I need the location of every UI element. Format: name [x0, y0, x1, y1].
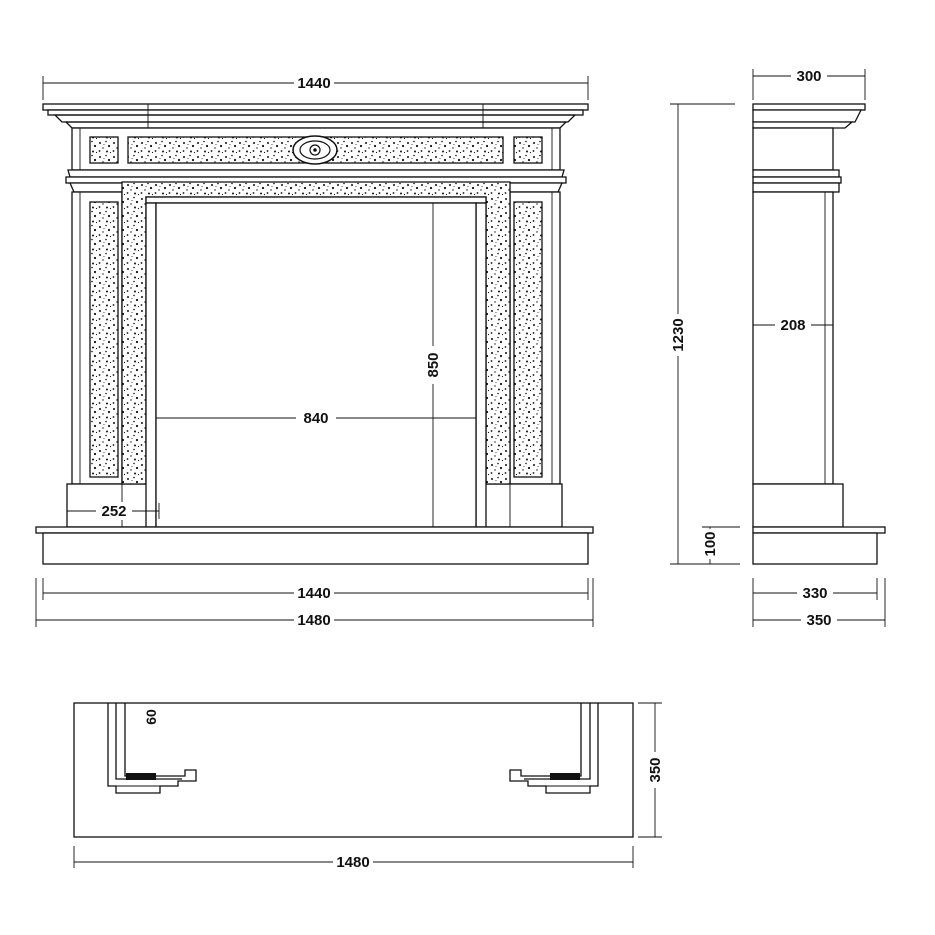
- dim-leg-width: 252: [66, 502, 160, 520]
- dim-plan-width: 1480: [73, 846, 634, 871]
- dim-plan-depth: 350: [638, 702, 664, 838]
- dim-base-depth: 330: [752, 578, 878, 627]
- dim-label-hearth-width: 1480: [297, 612, 330, 629]
- dim-top-width: 1440: [42, 73, 589, 100]
- side-view: 300 208 1230: [669, 67, 886, 629]
- dim-label-total-height: 1230: [670, 318, 687, 351]
- dim-top-depth: 300: [752, 67, 866, 100]
- plan-view: 60 350 1480: [73, 702, 664, 871]
- dim-label-top-width: 1440: [297, 75, 330, 92]
- dim-hearth-height: 100: [670, 526, 740, 565]
- frieze-tile-left: [89, 136, 119, 164]
- frieze-tile-right: [513, 136, 543, 164]
- dim-mantel-width: 1440: [42, 578, 589, 602]
- dim-hearth-depth: 350: [753, 578, 886, 629]
- plan-outline: [73, 702, 634, 838]
- dim-leg-depth: 208: [753, 316, 833, 334]
- dim-opening-width: 840: [156, 409, 476, 427]
- dim-label-opening-height: 850: [425, 352, 442, 377]
- dim-label-hearth-depth: 350: [806, 612, 831, 629]
- rosette-ornament: [292, 135, 338, 165]
- dim-label-opening-width: 840: [303, 410, 328, 427]
- front-view: 1440: [35, 73, 594, 629]
- dim-label-mantel-width: 1440: [297, 585, 330, 602]
- dim-label-leg-width: 252: [101, 503, 126, 520]
- dim-label-plan-width: 1480: [336, 854, 369, 871]
- dim-label-plan-depth: 350: [647, 757, 664, 782]
- dim-label-leg-depth: 208: [780, 317, 805, 334]
- hearth: [35, 526, 594, 565]
- dim-label-hearth-height: 100: [702, 531, 719, 556]
- firebox-opening: [155, 202, 477, 528]
- mantel-shelf: [42, 103, 589, 129]
- dim-hearth-width: 1480: [35, 578, 594, 629]
- right-pilaster: [469, 191, 563, 528]
- plan-profile-left: 60: [107, 703, 197, 794]
- plan-profile-right: [509, 703, 599, 794]
- dim-label-plan-inset: 60: [143, 709, 159, 725]
- dim-label-top-depth: 300: [796, 68, 821, 85]
- dim-total-height: 1230: [669, 103, 735, 564]
- side-profile: [752, 103, 886, 565]
- frieze: [71, 127, 561, 171]
- dim-label-base-depth: 330: [802, 585, 827, 602]
- dim-opening-height: 850: [424, 203, 442, 527]
